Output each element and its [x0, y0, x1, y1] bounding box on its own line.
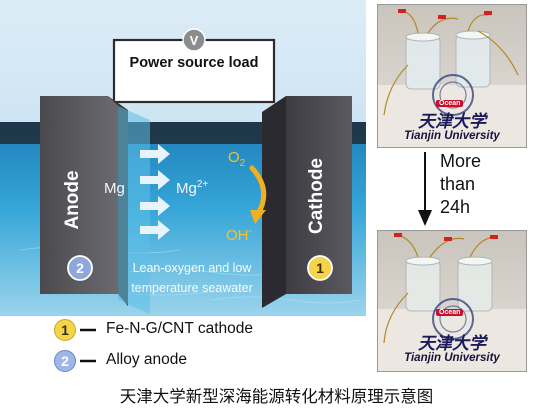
figure-caption: 天津大学新型深海能源转化材料原理示意图	[119, 387, 434, 406]
photo-before-caption-cn: 天津大学	[418, 112, 486, 132]
anode-badge-number: 2	[76, 260, 84, 276]
ion-flow-arrows	[140, 144, 170, 240]
electrolyte-line-1: Lean-oxygen and low	[133, 261, 253, 275]
voltmeter-symbol: V	[190, 33, 199, 48]
mg-label: Mg	[104, 180, 125, 197]
photo-before-caption-en: Tianjin University	[404, 130, 500, 142]
legend-anode-badge: 2	[54, 350, 76, 372]
university-seal-icon	[432, 298, 474, 340]
photo-after: Ocean 天津大学 Tianjin University	[377, 230, 527, 372]
cathode-block: Cathode 1	[262, 96, 352, 308]
cathode-label: Cathode	[306, 158, 327, 234]
load-label: Power source load	[130, 55, 259, 71]
legend-cathode-badge: 1	[54, 319, 76, 341]
ion-arrow-icon	[140, 170, 170, 190]
photo-after-caption-cn: 天津大学	[418, 334, 486, 354]
cathode-badge	[307, 255, 333, 281]
voltmeter-icon	[182, 28, 206, 52]
reduction-arrowhead-icon	[250, 210, 266, 224]
anode-block: Anode 2	[40, 96, 128, 306]
mg-ion-label: Mg2+	[176, 179, 208, 197]
duration-label: More than 24h	[440, 150, 481, 219]
duration-line-3: 24h	[440, 197, 471, 217]
o2-label: O2	[228, 149, 246, 169]
photo-after-caption-en: Tianjin University	[404, 352, 500, 364]
ion-arrow-icon	[140, 220, 170, 240]
ocean-tag: Ocean	[436, 309, 464, 316]
duration-line-2: than	[440, 174, 476, 194]
ion-arrow-icon	[140, 196, 170, 216]
anode-badge	[67, 255, 93, 281]
legend-anode-text: Alloy anode	[106, 351, 188, 368]
photo-before-image	[378, 5, 526, 147]
cathode-badge-number: 1	[316, 260, 324, 276]
duration-line-1: More	[440, 151, 482, 171]
electrolyte-line-2: temperature seawater	[131, 281, 253, 295]
university-seal-icon	[432, 74, 474, 116]
anode-label: Anode	[62, 170, 83, 229]
legend-cathode-text: Fe-N-G/CNT cathode	[106, 320, 254, 337]
cathode-front	[286, 96, 352, 294]
external-circuit: V Power source load	[112, 28, 276, 104]
time-arrow-head-icon	[418, 210, 432, 226]
ocean-tag: Ocean	[436, 100, 464, 107]
photo-after-image	[378, 231, 526, 371]
anode-front	[40, 96, 118, 294]
oh-label: OH-	[226, 226, 252, 244]
photo-before: Ocean 天津大学 Tianjin University	[377, 4, 527, 148]
ion-arrow-icon	[140, 144, 170, 164]
